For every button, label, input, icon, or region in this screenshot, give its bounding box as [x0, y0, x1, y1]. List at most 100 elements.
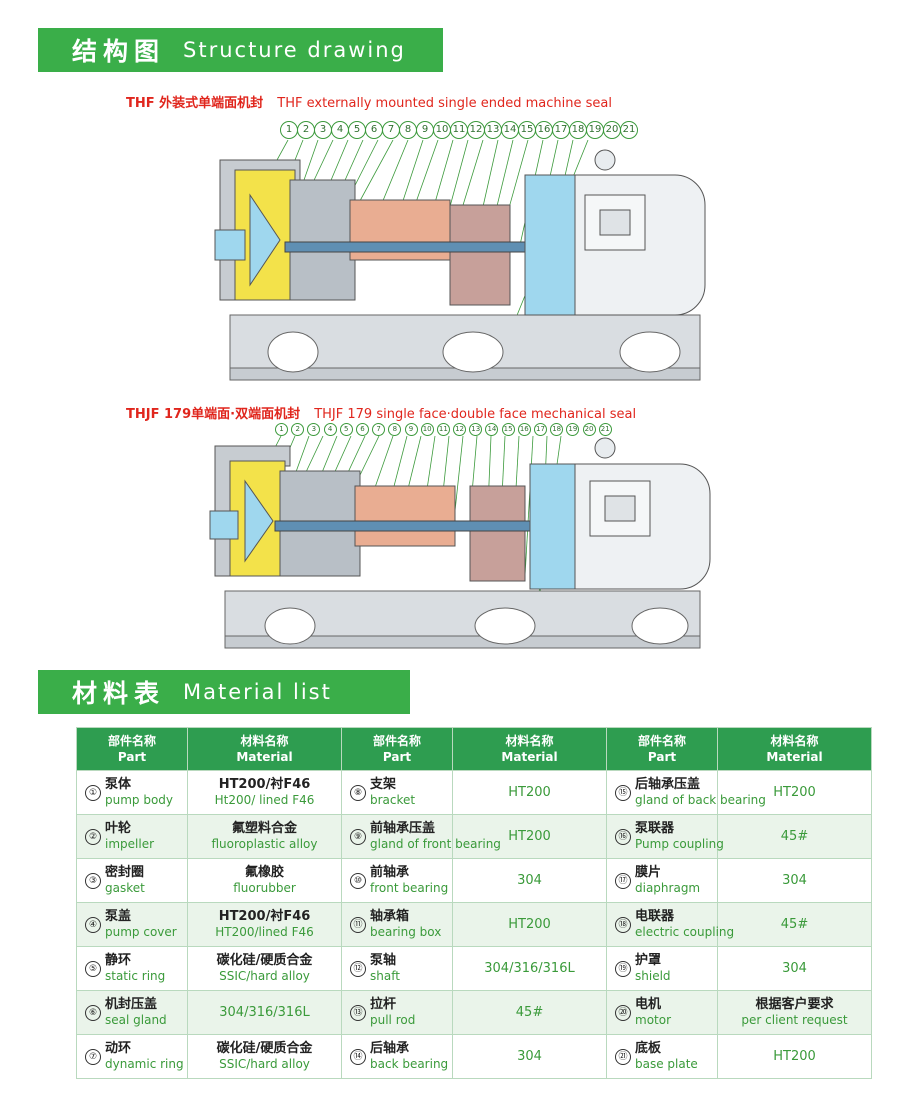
part-name-cn: 前轴承: [370, 865, 410, 880]
part-number: ⑨: [350, 828, 366, 845]
material-name-cn: 氟橡胶: [244, 865, 284, 880]
material-name: 304/316/316L: [484, 961, 575, 976]
material-name: 45#: [780, 829, 809, 844]
material-cell: 304/316/316L: [452, 946, 607, 991]
part-number: ①: [85, 784, 101, 801]
drawing-2-callout-number: 14: [485, 423, 499, 436]
drawing-1-callout-number: 20: [603, 121, 621, 139]
drawing-2-caption-en: THJF 179 single face·double face mechani…: [314, 407, 637, 422]
pump-drawing-1: [214, 140, 706, 381]
part-name-cn: 泵轴: [370, 953, 397, 968]
drawing-1-callout-number: 14: [501, 121, 519, 139]
material-cell: 304: [452, 858, 607, 903]
drawing-1-caption-en: THF externally mounted single ended mach…: [277, 96, 612, 111]
part-name-en: static ring: [105, 969, 166, 983]
part-number: ②: [85, 828, 101, 845]
drawing-1-callout-number: 6: [365, 121, 383, 139]
part-name-en: back bearing: [370, 1057, 449, 1071]
part-number: ⑰: [615, 872, 631, 889]
part-name-cn: 支架: [370, 777, 397, 792]
material-name: 304: [782, 873, 807, 888]
material-title-cn: 材料表: [72, 679, 166, 708]
part-name-cn: 前轴承压盖: [370, 821, 436, 836]
part-number: ㉑: [615, 1048, 631, 1065]
part-name-en: bracket: [370, 793, 416, 807]
material-name: HT200: [773, 785, 816, 800]
part-name-en: dynamic ring: [105, 1057, 184, 1071]
part-name-en: seal gland: [105, 1013, 167, 1027]
material-name-en: per client request: [741, 1013, 848, 1027]
drawing-2-callout-number: 11: [436, 423, 450, 436]
drawing-2-callout-number: 8: [388, 423, 402, 436]
part-name-cn: 动环: [105, 1041, 132, 1056]
drawing-2-caption-cn: THJF 179单端面·双端面机封: [126, 407, 301, 422]
drawing-2-callout-number: 1: [275, 423, 288, 436]
material-name: 304: [517, 873, 542, 888]
structure-drawing-header: 结构图 Structure drawing: [38, 28, 443, 72]
material-name-cn: 氟塑料合金: [231, 821, 297, 836]
material-name: 304: [517, 1049, 542, 1064]
drawing-1-callout-number: 8: [399, 121, 417, 139]
part-name-en: front bearing: [370, 881, 449, 895]
drawing-1-caption: THF 外装式单端面机封 THF externally mounted sing…: [126, 92, 612, 111]
drawing-2-callout-number: 19: [566, 423, 580, 436]
material-cell: HT200: [452, 902, 607, 947]
part-name-en: motor: [635, 1013, 672, 1027]
part-number: ⑬: [350, 1004, 366, 1021]
drawing-2-callout-number: 21: [598, 423, 612, 436]
part-name-en: pump body: [105, 793, 174, 807]
drawing-2-callout-number: 20: [582, 423, 596, 436]
material-cell: HT200: [452, 770, 607, 815]
drawing-1-callout-number: 17: [552, 121, 570, 139]
material-cell: 304: [717, 946, 872, 991]
drawing-2-callout-number: 12: [453, 423, 467, 436]
drawing-2-callout-number: 9: [404, 423, 418, 436]
part-number: ⑪: [350, 916, 366, 933]
drawing-1-callout-number: 4: [331, 121, 349, 139]
part-name-cn: 膜片: [635, 865, 662, 880]
material-name-en: fluoroplastic alloy: [211, 837, 318, 851]
part-name-cn: 电联器: [635, 909, 675, 924]
material-cell: 304: [452, 1034, 607, 1079]
drawing-2-callout-number: 13: [469, 423, 483, 436]
drawing-1-callout-number: 21: [620, 121, 638, 139]
drawing-2-callout-number: 7: [372, 423, 386, 436]
part-number: ⑩: [350, 872, 366, 889]
drawing-1-caption-cn: THF 外装式单端面机封: [126, 96, 264, 111]
part-name-en: base plate: [635, 1057, 698, 1071]
drawing-1-callout-number: 9: [416, 121, 434, 139]
part-number: ⑱: [615, 916, 631, 933]
part-number: ③: [85, 872, 101, 889]
